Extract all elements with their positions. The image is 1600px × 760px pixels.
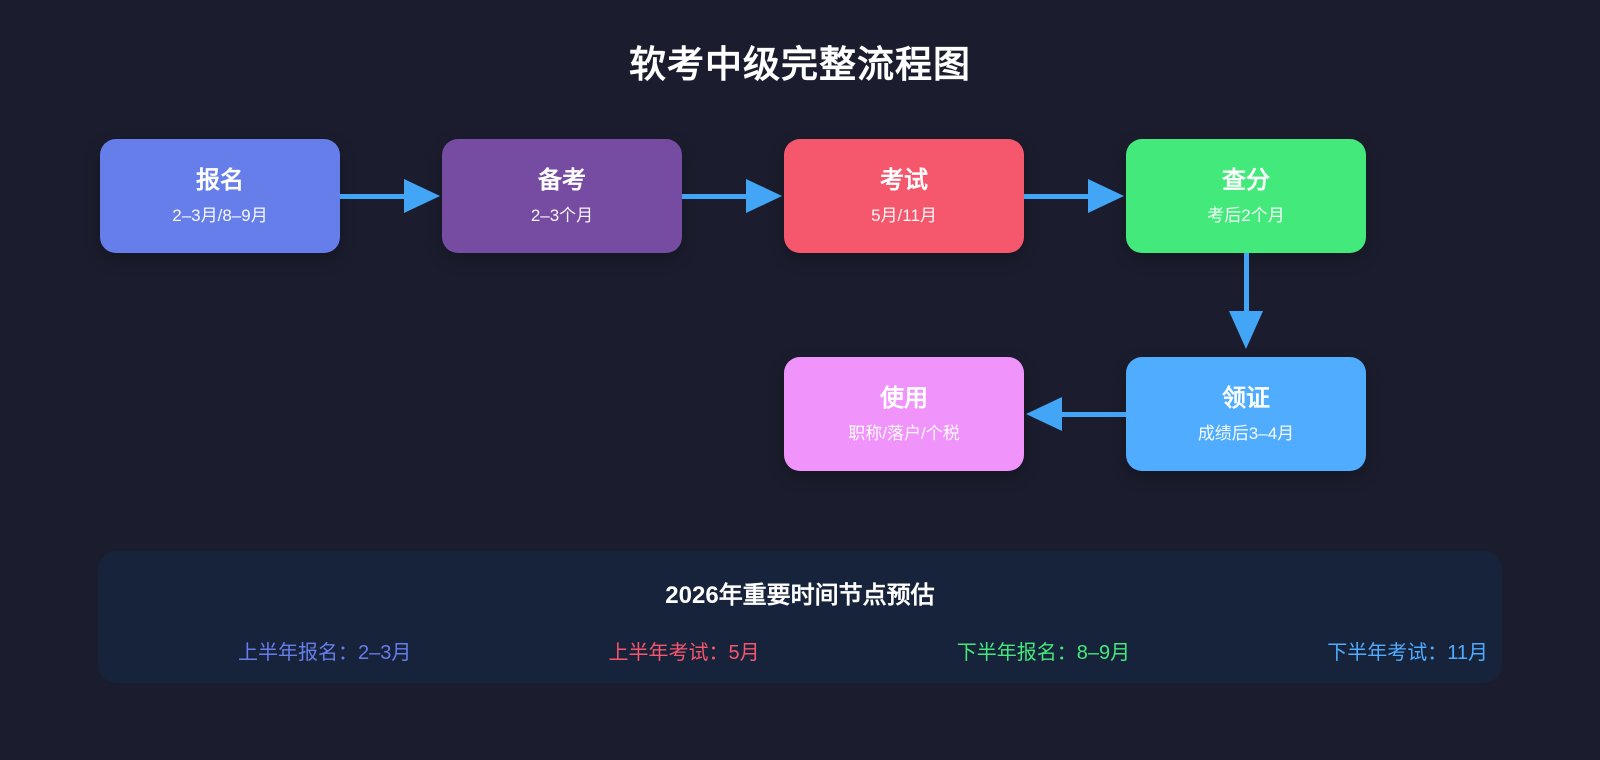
flow-node-get-cert: 领证 成绩后3–4月 [1126, 357, 1366, 471]
flow-node-signup: 报名 2–3月/8–9月 [100, 139, 340, 253]
node-title: 使用 [880, 384, 928, 412]
node-subtitle: 成绩后3–4月 [1197, 423, 1295, 443]
arrow-down-icon [1229, 253, 1263, 349]
node-subtitle: 职称/落户/个税 [848, 423, 960, 443]
flow-node-check-score: 查分 考后2个月 [1126, 139, 1366, 253]
arrow-line [1062, 411, 1126, 417]
node-subtitle: 5月/11月 [871, 205, 937, 225]
node-title: 查分 [1222, 166, 1270, 194]
arrow-line [1024, 193, 1088, 199]
arrow-left-icon [1026, 397, 1126, 431]
timeline-panel: 2026年重要时间节点预估 上半年报名：2–3月 上半年考试：5月 下半年报名：… [98, 551, 1502, 683]
arrow-right-icon [682, 179, 782, 213]
node-title: 备考 [538, 166, 586, 194]
arrow-line [1243, 253, 1249, 311]
timeline-items-row: 上半年报名：2–3月 上半年考试：5月 下半年报名：8–9月 下半年考试：11月 [98, 636, 1502, 665]
timeline-item-h2-signup: 下半年报名：8–9月 [956, 642, 1131, 664]
node-subtitle: 2–3月/8–9月 [172, 205, 268, 225]
arrowhead-right-icon [404, 179, 440, 213]
flow-node-use-cert: 使用 职称/落户/个税 [784, 357, 1024, 471]
arrow-right-icon [1024, 179, 1124, 213]
arrow-line [340, 193, 404, 199]
arrow-right-icon [340, 179, 440, 213]
node-subtitle: 考后2个月 [1207, 205, 1285, 225]
arrowhead-left-icon [1026, 397, 1062, 431]
page-title: 软考中级完整流程图 [629, 44, 971, 85]
flow-node-prepare: 备考 2–3个月 [442, 139, 682, 253]
node-subtitle: 2–3个月 [530, 205, 594, 225]
timeline-item-h1-signup: 上半年报名：2–3月 [238, 642, 412, 664]
timeline-title: 2026年重要时间节点预估 [665, 582, 935, 609]
arrow-line [682, 193, 746, 199]
timeline-item-h2-exam: 下半年考试：11月 [1327, 642, 1488, 664]
timeline-item-h1-exam: 上半年考试：5月 [608, 642, 760, 664]
flow-node-exam: 考试 5月/11月 [784, 139, 1024, 253]
arrowhead-right-icon [746, 179, 782, 213]
node-title: 报名 [196, 166, 244, 194]
node-title: 领证 [1222, 384, 1270, 412]
node-title: 考试 [880, 166, 928, 194]
arrowhead-down-icon [1229, 311, 1263, 349]
arrowhead-right-icon [1088, 179, 1124, 213]
